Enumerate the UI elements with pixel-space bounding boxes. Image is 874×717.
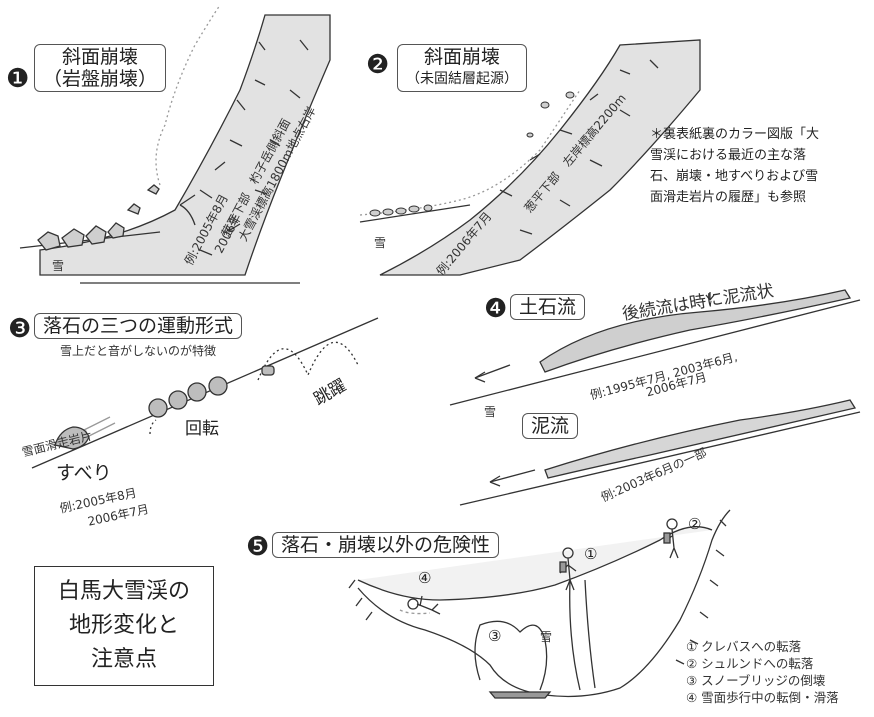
panel3-title-box: 落石の三つの運動形式 [34,313,243,339]
marker-4: ④ [418,569,432,587]
panel1-snow-label: 雪 [52,259,65,273]
panel5-snow-label: 雪 [540,630,553,644]
reference-note: ＊裏表紙裏のカラー図版「大雪渓における最近の主な落石、崩壊・地すべりおよび雪面滑… [650,124,819,208]
mudflow-title: 泥流 [531,415,570,437]
panel2-title: 斜面崩壊 [423,46,500,68]
panel1-slope [19,4,331,284]
panel1-rocks [37,184,160,251]
panel4-title-box: 土石流 [510,294,586,320]
panel2-subtitle: （未固結層起源） [406,71,518,87]
panel2-rocks [369,91,575,217]
panel4-snow-label: 雪 [484,405,497,419]
marker-1: ① [584,545,598,563]
legend-item: ② シュルンドへの転落 [686,656,814,671]
main-title-box: 白馬大雪渓の 地形変化と 注意点 [34,566,214,686]
panel3-subtitle: 雪上だと音がしないのが特徴 [60,344,217,358]
main-title-line: 白馬大雪渓の [57,579,190,604]
panel5-number: ❺ [246,532,270,562]
reference-note-line: 面滑走岩片の履歴」も参照 [650,190,807,205]
panel3-title: 落石の三つの運動形式 [43,315,234,337]
panel5-title-box: 落石・崩壊以外の危険性 [272,532,500,558]
legend-item: ③ スノーブリッジの倒壊 [686,673,826,688]
legend-item: ① クレバスへの転落 [686,639,802,654]
mudflow-title-box: 泥流 [522,413,579,439]
panel2-title-box: 斜面崩壊 （未固結層起源） [397,44,527,92]
panel2-number: ❷ [366,50,390,80]
marker-3: ③ [488,627,502,645]
roll-label: 回転 [185,419,219,439]
reference-note-line: 雪渓における最近の主な落 [650,148,807,163]
reference-note-line: ＊裏表紙裏のカラー図版「大 [650,127,820,142]
panel4-title: 土石流 [519,296,577,318]
slide-label: すべり [56,462,112,484]
main-title-line: 注意点 [90,647,157,672]
panel2-snow-label: 雪 [374,236,387,250]
reference-note-line: 石、崩壊・地すべりおよび雪 [650,169,819,184]
panel1-number: ❶ [6,64,30,94]
panel1-title: 斜面崩壊 [62,46,139,68]
panel1-subtitle: （岩盤崩壊） [43,68,158,90]
panel5-figures [399,518,679,615]
panel1-title-box: 斜面崩壊 （岩盤崩壊） [34,44,167,92]
panel5-title: 落石・崩壊以外の危険性 [281,534,491,556]
panel4-number: ❹ [484,294,508,324]
panel4-flows [449,289,861,506]
panel3-rocks [54,365,275,450]
legend-item: ④ 雪面歩行中の転倒・滑落 [686,690,839,705]
main-title-line: 地形変化と [68,613,179,638]
panel3-number: ❸ [8,314,32,344]
marker-2: ② [688,515,702,533]
panel5-legend: ① クレバスへの転落 ② シュルンドへの転落 ③ スノーブリッジの倒壊 ④ 雪面… [686,638,839,706]
